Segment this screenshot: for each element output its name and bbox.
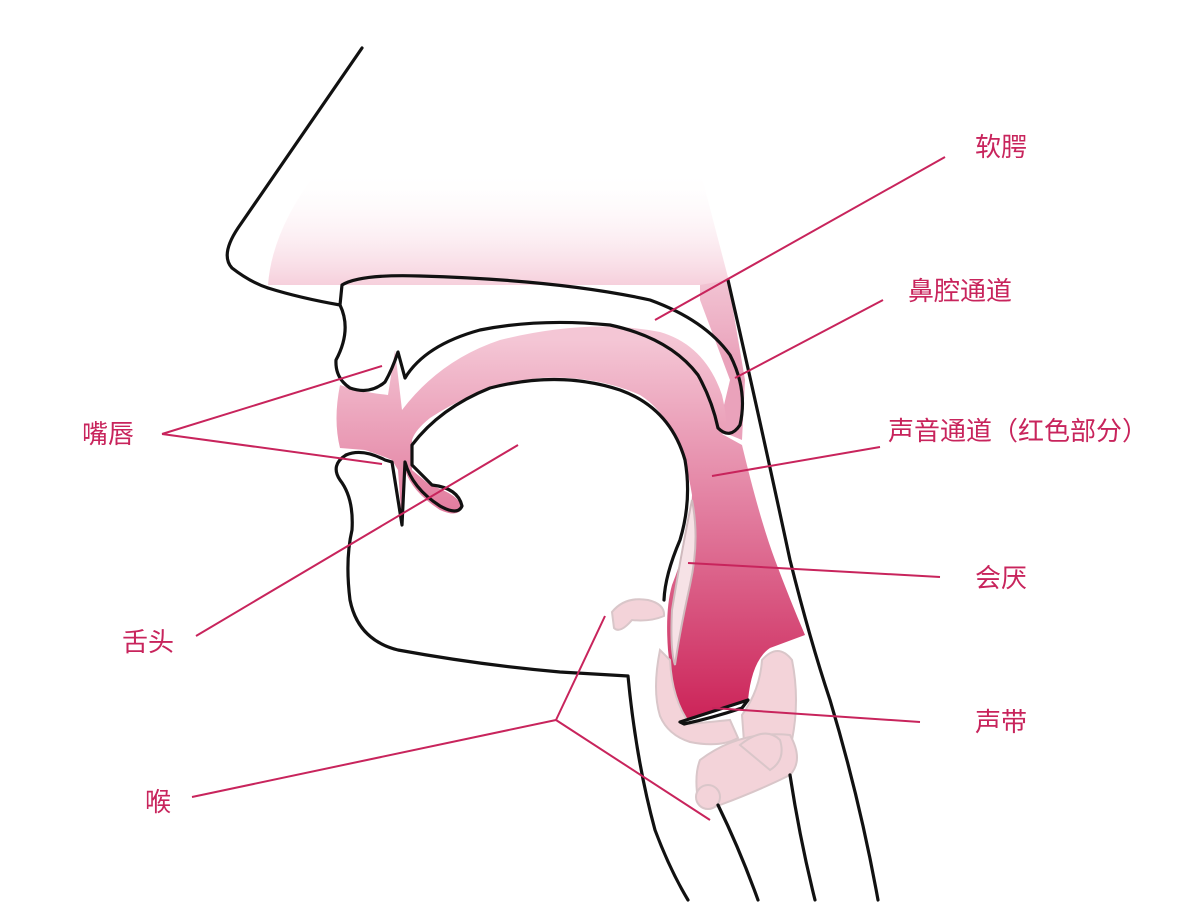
- nasal-cavity-region: [268, 170, 730, 285]
- leader-vocal-cords: [711, 707, 921, 723]
- label-epiglottis: 会厌: [975, 564, 1028, 594]
- leader-larynx-lower: [555, 719, 711, 821]
- nasopharynx-region: [700, 280, 745, 440]
- leader-nasal-passage: [734, 299, 884, 379]
- label-soft-palate: 软腭: [975, 133, 1028, 163]
- leader-vocal-tract: [711, 446, 881, 477]
- leader-soft-palate: [654, 156, 946, 321]
- vocal-tract-region: [336, 326, 805, 722]
- epiglottis-shape: [670, 499, 697, 666]
- leader-larynx-main: [191, 719, 557, 798]
- leader-lips-upper: [161, 365, 383, 435]
- label-vocal-cords: 声带: [975, 708, 1028, 738]
- leader-tongue: [195, 444, 519, 637]
- leader-lines: [161, 156, 946, 821]
- head-outline: [225, 46, 880, 902]
- larynx-cartilages: [610, 598, 798, 810]
- label-nasal-passage: 鼻腔通道: [908, 277, 1013, 307]
- label-vocal-tract: 声音通道（红色部分）: [888, 417, 1149, 447]
- label-larynx: 喉: [145, 788, 172, 818]
- label-lips: 嘴唇: [82, 420, 135, 450]
- leader-epiglottis: [687, 562, 941, 578]
- label-tongue: 舌头: [122, 628, 175, 658]
- leader-lips-lower: [161, 433, 383, 465]
- leader-larynx-upper: [555, 615, 606, 721]
